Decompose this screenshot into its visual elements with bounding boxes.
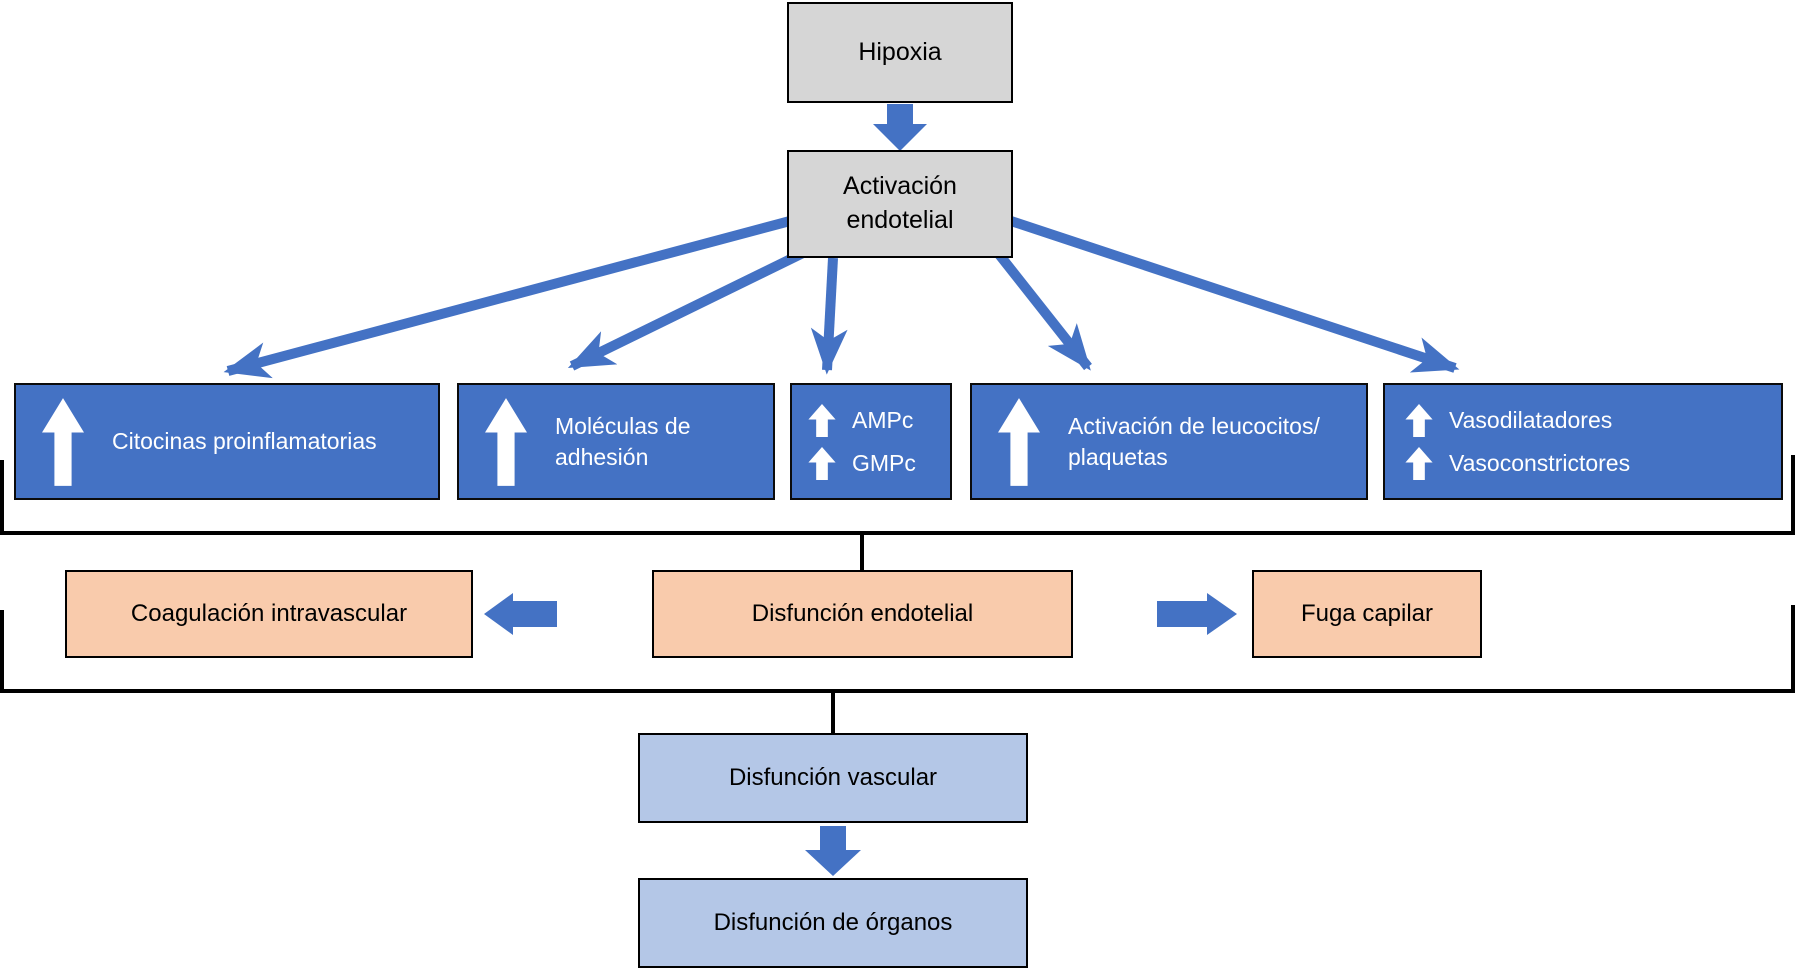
up-arrow-icon <box>1405 446 1433 480</box>
edge-activacion-leucocitos-arrow <box>994 249 1092 371</box>
node-moleculas-line2: adhesión <box>555 443 649 470</box>
up-arrow-icon <box>998 397 1040 486</box>
node-disfuncion-organos-label: Disfunción de órganos <box>713 909 953 936</box>
node-activacion-line1: Activación <box>843 172 957 201</box>
up-arrow-icon <box>42 397 84 486</box>
up-arrow-icon <box>808 403 836 437</box>
down-arrow-icon <box>873 104 927 151</box>
node-vasoconstrictores-label: Vasoconstrictores <box>1449 449 1631 476</box>
node-nucleotidos: AMPc GMPc <box>790 383 952 500</box>
node-coagulacion-intravascular: Coagulación intravascular <box>65 570 473 658</box>
edge-activacion-moleculas-arrow <box>567 248 806 371</box>
node-ampc-label: AMPc <box>852 406 914 433</box>
node-leucocitos-line2: plaquetas <box>1068 443 1168 470</box>
node-hipoxia-label: Hipoxia <box>858 37 942 66</box>
up-arrow-icon <box>485 397 527 486</box>
node-fuga-capilar-label: Fuga capilar <box>1300 600 1434 627</box>
node-disfuncion-vascular-label: Disfunción vascular <box>728 764 938 791</box>
node-activacion-endotelial: Activación endotelial <box>787 150 1013 258</box>
node-leucocitos-line1: Activación de leucocitos/ <box>1068 413 1320 440</box>
node-disfuncion-vascular: Disfunción vascular <box>638 733 1028 823</box>
node-hipoxia: Hipoxia <box>787 2 1013 103</box>
up-arrow-icon <box>1405 403 1433 437</box>
down-arrow-icon <box>805 826 861 876</box>
node-vasodilatadores-label: Vasodilatadores <box>1449 406 1613 433</box>
node-citocinas: Citocinas proinflamatorias <box>14 383 440 500</box>
node-disfuncion-endotelial-label: Disfunción endotelial <box>751 600 974 627</box>
bracket-fila-intermedia <box>0 605 1795 693</box>
edge-activacion-citocinas-arrow <box>223 216 792 379</box>
right-arrow-icon <box>1157 593 1237 635</box>
node-moleculas-adhesion: Moléculas de adhesión <box>457 383 775 500</box>
node-activacion-line2: endotelial <box>846 206 954 234</box>
node-disfuncion-organos: Disfunción de órganos <box>638 878 1028 968</box>
node-citocinas-label: Citocinas proinflamatorias <box>112 428 377 455</box>
edge-activacion-vasoactivos-arrow <box>1009 216 1460 373</box>
left-arrow-icon <box>484 593 557 635</box>
node-gmpc-label: GMPc <box>852 449 916 476</box>
node-vasoactivos: Vasodilatadores Vasoconstrictores <box>1383 383 1783 500</box>
up-arrow-icon <box>808 446 836 480</box>
node-moleculas-line1: Moléculas de <box>555 413 691 440</box>
node-leucocitos-plaquetas: Activación de leucocitos/ plaquetas <box>970 383 1368 500</box>
edge-activacion-nucleotidos-arrow <box>810 257 848 375</box>
node-coagulacion-label: Coagulación intravascular <box>130 600 408 627</box>
bracket-mediadores <box>0 455 1795 535</box>
node-disfuncion-endotelial: Disfunción endotelial <box>652 570 1073 658</box>
node-fuga-capilar: Fuga capilar <box>1252 570 1482 658</box>
